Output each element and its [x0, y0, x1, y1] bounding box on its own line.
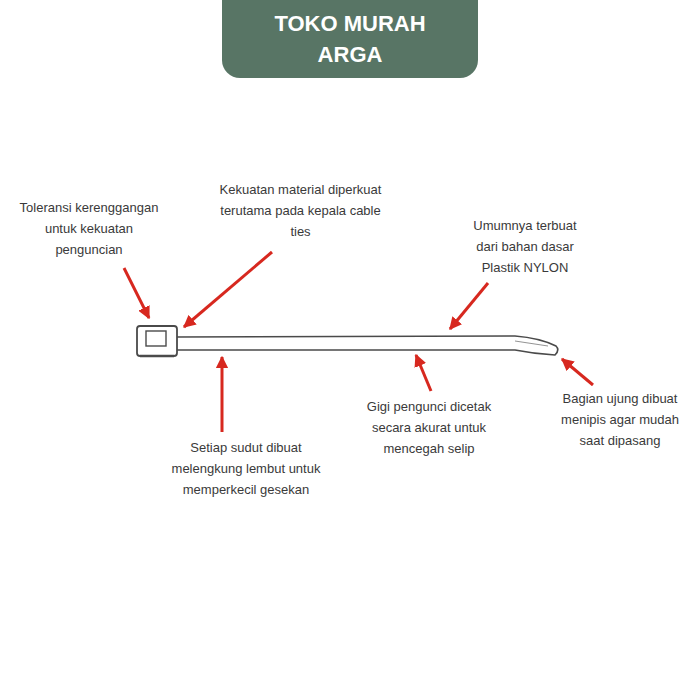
- callout-text: Umumnya terbuat dari bahan dasar Plastik…: [466, 215, 584, 278]
- leader-arrow: [416, 355, 431, 391]
- leader-arrow: [124, 268, 149, 318]
- cable-tie-head: [137, 326, 177, 356]
- callout-text: Bagian ujung dibuat menipis agar mudah s…: [553, 388, 687, 451]
- callout-text: Toleransi kerenggangan untuk kekuatan pe…: [14, 197, 164, 260]
- leader-arrows: [124, 252, 593, 432]
- leader-arrow: [184, 252, 272, 327]
- leader-arrow: [221, 357, 224, 432]
- head-base: [140, 355, 174, 357]
- head-hole: [146, 331, 166, 346]
- leader-arrow: [450, 283, 488, 329]
- leader-arrow: [562, 359, 593, 385]
- cable-tie: [137, 326, 558, 356]
- banner-text: TOKO MURAH ARGA: [256, 8, 444, 70]
- callout-text: Setiap sudut dibuat melengkung lembut un…: [155, 437, 337, 500]
- callout-text: Kekuatan material diperkuat terutama pad…: [218, 179, 383, 242]
- cable-tie-strap: [176, 336, 558, 355]
- callout-text: Gigi pengunci dicetak secara akurat untu…: [358, 396, 500, 459]
- tip-mark: [515, 341, 548, 346]
- store-banner: TOKO MURAH ARGA: [222, 0, 478, 78]
